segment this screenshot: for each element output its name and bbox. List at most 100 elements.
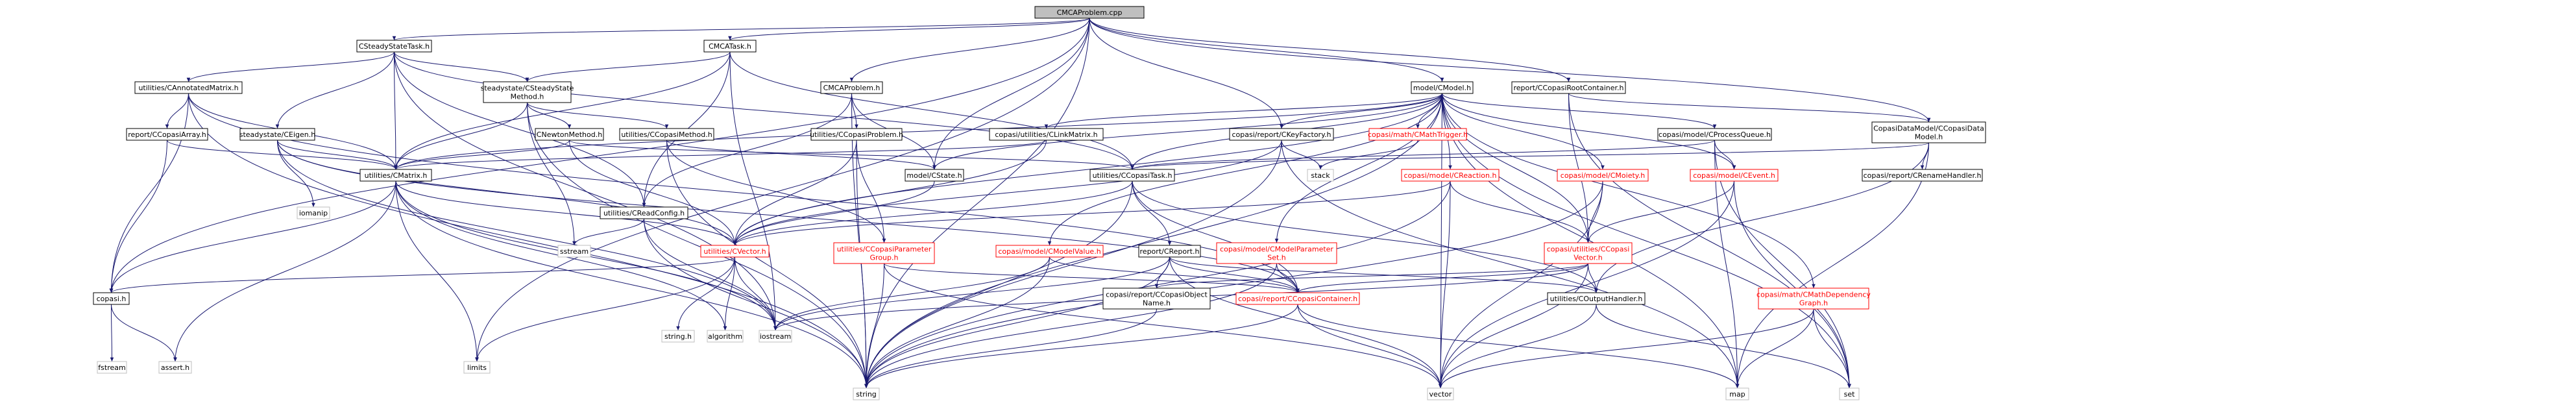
node-label-modelParamSet: copasi/model/CModelParameter [1220,245,1333,254]
node-keyFactory[interactable]: copasi/report/CKeyFactory.h [1229,128,1334,141]
edge-cmoiety-to-vector [1439,180,1603,389]
node-stringh[interactable]: string.h [661,330,695,343]
edge-root-to-keyFactory [1089,18,1283,129]
node-copasiArray[interactable]: report/CCopasiArray.h [126,128,208,141]
edge-cvector-to-stringh [676,256,735,331]
node-algorithm[interactable]: algorithm [707,330,744,343]
node-label-map: map [1729,390,1745,399]
node-label-cmcaProblem: CMCAProblem.h [823,84,881,92]
node-box-copasiMethod [619,128,714,141]
edge-processQueue-to-copasiTask [1130,140,1715,170]
edge-root-to-rootContainer [1089,18,1571,82]
node-label-cmatrix: utilities/CMatrix.h [365,171,428,180]
node-cmcaTask[interactable]: CMCATask.h [703,40,757,53]
edge-keyFactory-to-cvector [733,140,1282,246]
edge-root-to-cmodel [1089,18,1444,82]
node-copasiH[interactable]: copasi.h [93,292,130,305]
node-cvector[interactable]: utilities/CVector.h [700,245,770,258]
node-sstream[interactable]: sstream [557,245,591,258]
edge-cssTask-to-annotMatrix [186,51,395,82]
node-vector[interactable]: vector [1427,387,1454,400]
node-cmoiety[interactable]: copasi/model/CMoiety.h [1557,169,1649,182]
edge-copasiVector-to-vector [1439,263,1588,389]
node-box-string [853,387,880,400]
node-processQueue[interactable]: copasi/model/CProcessQueue.h [1657,128,1772,141]
node-iomanip[interactable]: iomanip [297,206,330,219]
node-copasiMethod[interactable]: utilities/CCopasiMethod.h [619,128,714,141]
node-set[interactable]: set [1839,387,1860,400]
edge-readConfig-to-string [644,218,868,389]
node-label-stack: stack [1311,171,1330,180]
node-asserth[interactable]: assert.h [158,361,192,374]
node-label-mathDepGraph: Graph.h [1799,299,1828,308]
edge-ssMethod-to-newtonMethod [527,102,572,129]
node-ceigen[interactable]: steadystate/CEigen.h [239,128,316,141]
edge-processQueue-to-cevent [1714,140,1736,170]
node-label-ssMethod: steadystate/CSteadyState [481,84,574,93]
node-cevent[interactable]: copasi/model/CEvent.h [1690,169,1779,182]
node-newtonMethod[interactable]: CNewtonMethod.h [535,128,604,141]
edge-creport-to-outputHandler [1169,256,1598,293]
edge-copasiMethod-to-string [666,140,868,389]
edge-copasiH-to-asserth [111,304,177,362]
edge-root-to-cmcaTask [728,18,1090,41]
edge-cvector-to-limits [475,256,735,362]
edge-root-to-string [864,18,1090,389]
node-box-paramGroup [833,242,935,264]
node-annotMatrix[interactable]: utilities/CAnnotatedMatrix.h [134,81,243,94]
node-iostream[interactable]: iostream [759,330,792,343]
edge-cmatrix-to-copasiH [109,180,396,293]
edge-cvector-to-iostream [735,256,777,331]
node-copasiTask[interactable]: utilities/CCopasiTask.h [1089,169,1175,182]
node-limits[interactable]: limits [463,361,491,374]
node-label-set: set [1844,390,1855,399]
node-box-root [1034,6,1145,19]
node-box-limits [463,361,491,374]
node-mathTrigger[interactable]: copasi/math/CMathTrigger.h [1368,128,1468,141]
node-cmatrix[interactable]: utilities/CMatrix.h [359,169,432,182]
node-cssTask[interactable]: CSteadyStateTask.h [356,40,432,53]
node-cmcaProblem[interactable]: CMCAProblem.h [820,81,883,94]
node-cmodel[interactable]: model/CModel.h [1411,81,1474,94]
node-modelValue[interactable]: copasi/model/CModelValue.h [995,245,1104,258]
node-label-creaction: copasi/model/CReaction.h [1404,171,1497,180]
node-label-cvector: utilities/CVector.h [703,247,766,256]
node-copasiContainer[interactable]: copasi/report/CCopasiContainer.h [1235,292,1360,305]
node-creport[interactable]: report/CReport.h [1138,245,1201,258]
node-box-linkMatrix [989,128,1104,141]
node-label-iostream: iostream [760,332,791,341]
edge-cmodel-to-cmoiety [1442,93,1605,170]
edge-copasiTask-to-copasiContainer [1132,180,1300,293]
node-renameHandler[interactable]: copasi/report/CRenameHandler.h [1862,169,1983,182]
node-box-copasiObjName [1102,288,1211,310]
node-rootContainer[interactable]: report/CCopasiRootContainer.h [1511,81,1626,94]
edge-rootContainer-to-set [1568,93,1851,389]
node-label-paramGroup: Group.h [870,254,899,262]
node-cstate[interactable]: model/CState.h [905,169,964,182]
node-outputHandler[interactable]: utilities/COutputHandler.h [1547,292,1646,305]
node-box-algorithm [707,330,744,343]
node-label-vector: vector [1429,390,1452,399]
edge-copasiVector-to-copasiObjName [1154,263,1588,289]
node-readConfig[interactable]: utilities/CReadConfig.h [600,206,688,219]
node-box-cmcaTask [703,40,757,53]
node-fstream[interactable]: fstream [97,361,127,374]
node-map[interactable]: map [1725,387,1749,400]
edge-cmatrix-to-string [395,180,868,389]
node-linkMatrix[interactable]: copasi/utilities/CLinkMatrix.h [989,128,1104,141]
node-creaction[interactable]: copasi/model/CReaction.h [1401,169,1500,182]
node-string[interactable]: string [853,387,880,400]
node-root[interactable]: CMCAProblem.cpp [1034,6,1145,19]
edge-root-to-cmcaProblem [849,18,1090,82]
edge-rootContainer-to-copasiVector [1568,93,1590,243]
node-copasiProblem[interactable]: utilities/CCopasiProblem.h [810,128,903,141]
node-stack[interactable]: stack [1307,169,1334,182]
